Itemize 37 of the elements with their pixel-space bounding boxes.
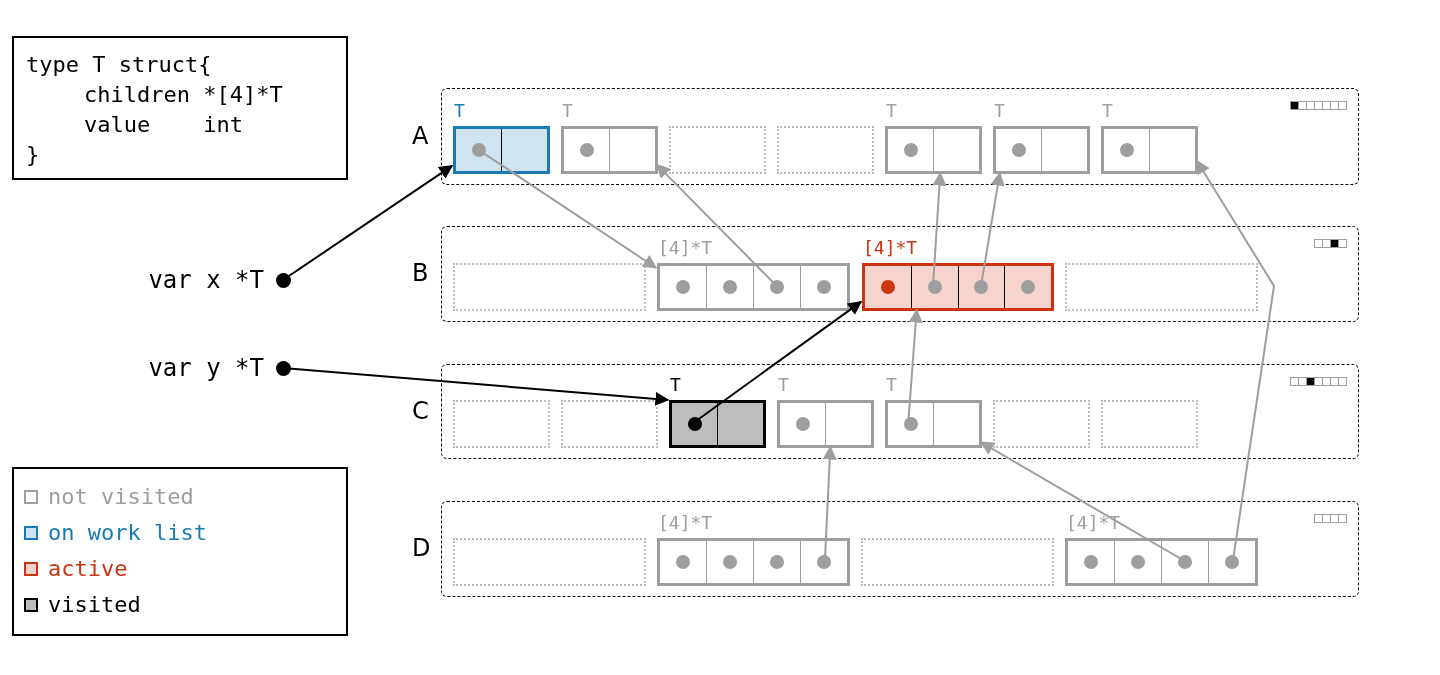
span-label: D xyxy=(412,533,431,562)
type-label: T xyxy=(886,100,897,121)
type-label: [4]*T xyxy=(863,237,918,258)
variable-declaration: var x *T xyxy=(148,266,264,294)
type-label: T xyxy=(1102,100,1113,121)
legend-label: active xyxy=(48,555,128,583)
legend-label: on work list xyxy=(48,519,207,547)
free-slot xyxy=(1065,263,1258,311)
free-slot xyxy=(669,126,766,174)
legend-label: visited xyxy=(48,591,141,619)
type-label: T xyxy=(562,100,573,121)
free-slot xyxy=(1101,400,1198,448)
span-label: A xyxy=(412,121,429,150)
free-slot xyxy=(453,263,646,311)
code-panel xyxy=(12,36,348,180)
span-label: B xyxy=(412,258,429,287)
code-line: type T struct{ xyxy=(26,51,212,79)
type-label: T xyxy=(454,100,465,121)
free-slot xyxy=(453,538,646,586)
type-label: [4]*T xyxy=(1066,512,1121,533)
type-label: T xyxy=(778,374,789,395)
code-line: } xyxy=(26,141,40,169)
legend-label: not visited xyxy=(48,483,194,511)
free-slot xyxy=(453,400,550,448)
free-slot xyxy=(993,400,1090,448)
type-label: T xyxy=(886,374,897,395)
type-label: [4]*T xyxy=(658,237,713,258)
variable-declaration: var y *T xyxy=(148,354,264,382)
span-label: C xyxy=(412,396,429,425)
free-slot xyxy=(561,400,658,448)
type-label: T xyxy=(994,100,1005,121)
code-line: children *[4]*T xyxy=(83,81,283,109)
type-label: T xyxy=(670,374,681,395)
free-slot xyxy=(861,538,1054,586)
code-line: value int xyxy=(83,111,243,139)
type-label: [4]*T xyxy=(658,512,713,533)
free-slot xyxy=(777,126,874,174)
